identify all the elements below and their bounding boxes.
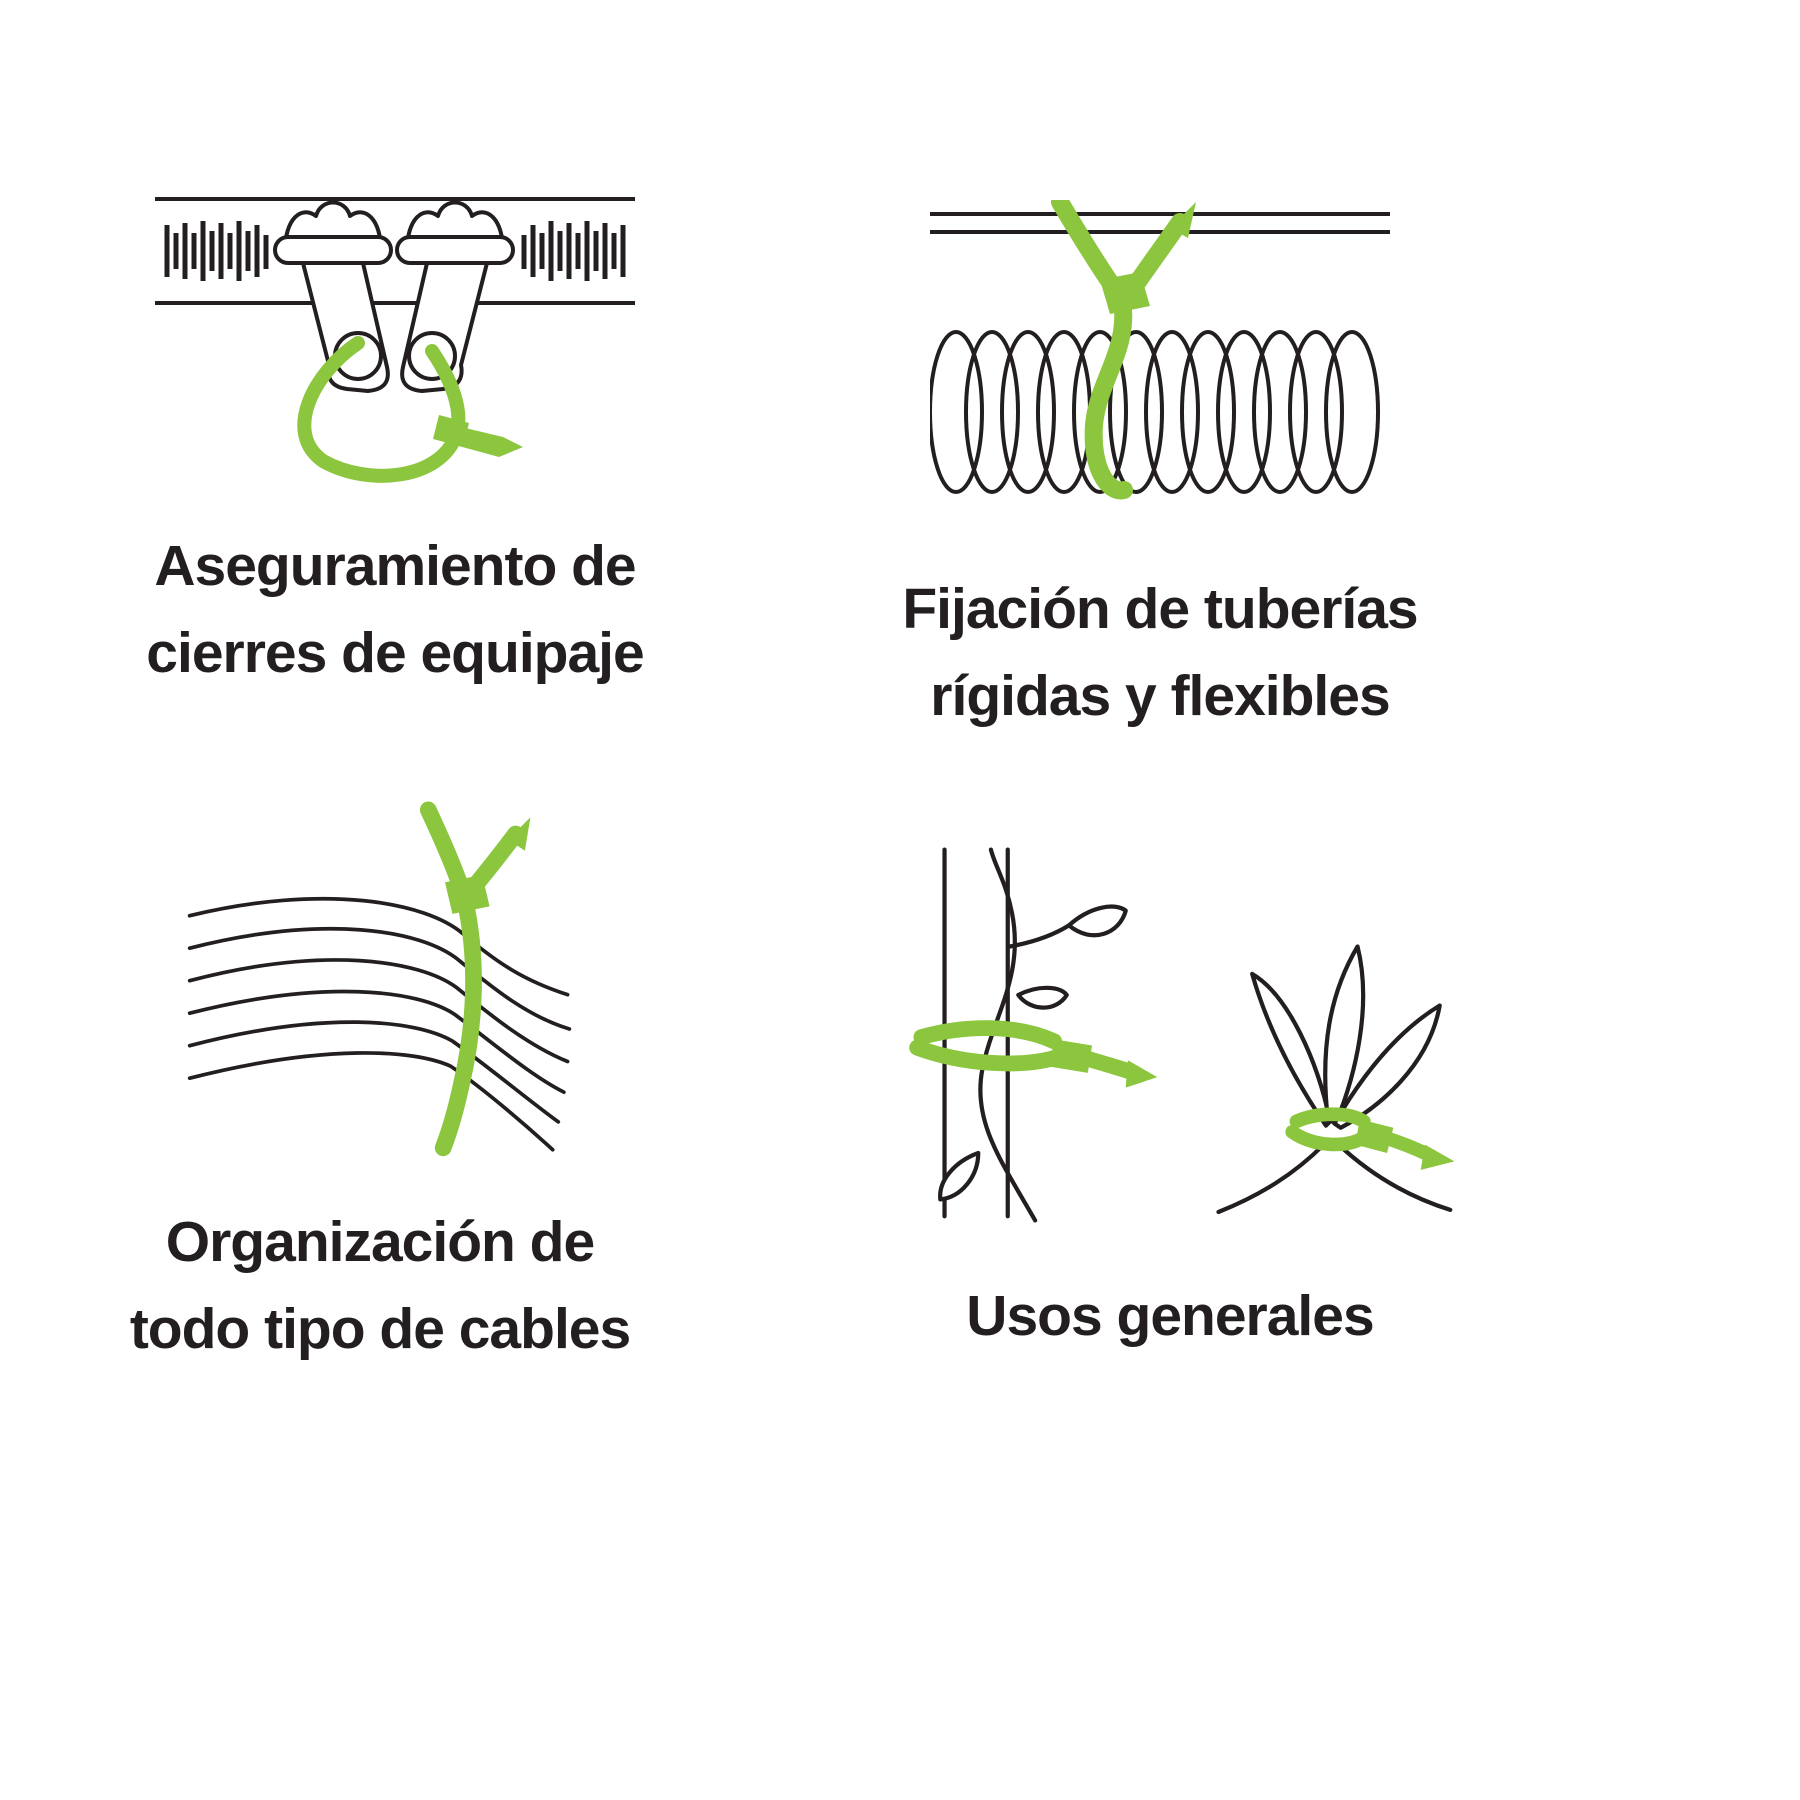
- panel-cables: Organización de todo tipo de cables: [60, 795, 700, 1372]
- caption-pipes: Fijación de tuberías rígidas y flexibles: [902, 566, 1418, 739]
- caption-line: Aseguramiento de: [154, 534, 636, 598]
- corrugated-pipe-svg: [930, 200, 1390, 500]
- cable-tie-icon: [1285, 1107, 1455, 1170]
- caption-line: rígidas y flexibles: [930, 663, 1390, 728]
- caption-line: Organización de: [165, 1210, 595, 1274]
- cable-tie-icon: [419, 801, 531, 1157]
- plant-and-bag-illustration: [875, 845, 1465, 1225]
- cable-bundle-illustration: [185, 795, 575, 1185]
- tied-bag: [1216, 944, 1453, 1215]
- panel-general: Usos generales: [840, 845, 1500, 1360]
- caption-line: todo tipo de cables: [129, 1296, 631, 1361]
- plant-and-bag-svg: [909, 847, 1455, 1223]
- panel-luggage: Aseguramiento de cierres de equipaje: [75, 185, 715, 696]
- zipper-slider-right: [395, 200, 515, 393]
- cable-tie-icon: [909, 1020, 1158, 1088]
- corrugated-tube: [930, 330, 1380, 494]
- caption-line: cierres de equipaje: [146, 620, 644, 685]
- caption-luggage: Aseguramiento de cierres de equipaje: [146, 523, 644, 696]
- luggage-zipper-svg: [155, 197, 635, 483]
- zipper-slider-left: [273, 200, 393, 393]
- cables: [187, 896, 572, 1152]
- cable-tie-icon: [297, 336, 523, 483]
- zipper-teeth-right: [521, 221, 626, 281]
- cable-tie-icon: [1051, 200, 1196, 500]
- luggage-zipper-illustration: [155, 185, 635, 485]
- caption-general: Usos generales: [966, 1273, 1374, 1360]
- caption-line: Fijación de tuberías: [902, 577, 1418, 641]
- caption-line: Usos generales: [966, 1284, 1374, 1348]
- zipper-teeth-left: [164, 221, 269, 281]
- corrugated-pipe-illustration: [930, 200, 1390, 520]
- caption-cables: Organización de todo tipo de cables: [129, 1199, 631, 1372]
- cable-bundle-svg: [187, 801, 572, 1157]
- panel-pipes: Fijación de tuberías rígidas y flexibles: [835, 200, 1485, 739]
